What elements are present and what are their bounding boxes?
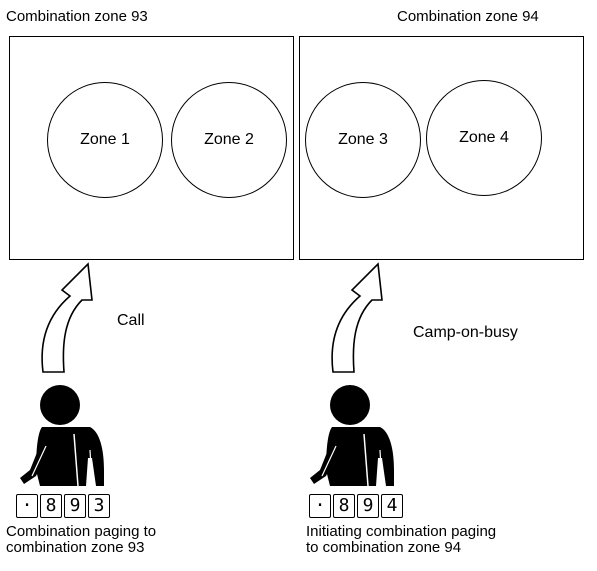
camp-on-busy-label: Camp-on-busy: [413, 324, 518, 341]
left-caption-line1: Combination paging to: [6, 523, 157, 540]
left-person-icon: [20, 385, 104, 487]
zone-3-label: Zone 3: [338, 131, 388, 148]
combination-zone-94-box: [299, 36, 584, 260]
zone-4-circle: Zone 4: [426, 80, 542, 196]
key-3: 3: [88, 494, 110, 518]
combination-zone-93-title: Combination zone 93: [6, 8, 148, 25]
camp-on-busy-arrow-icon: [331, 262, 383, 373]
zone-2-circle: Zone 2: [171, 82, 287, 198]
right-caption-line1: Initiating combination paging: [306, 523, 497, 540]
key-feature-dot: ·: [309, 494, 331, 518]
key-8: 8: [40, 494, 62, 518]
key-9: 9: [357, 494, 379, 518]
left-keypad-sequence: · 8 9 3: [16, 494, 110, 518]
zone-1-label: Zone 1: [80, 131, 130, 148]
zone-3-circle: Zone 3: [305, 82, 421, 198]
zone-1-circle: Zone 1: [47, 82, 163, 198]
key-9: 9: [64, 494, 86, 518]
right-keypad-sequence: · 8 9 4: [309, 494, 403, 518]
key-8: 8: [333, 494, 355, 518]
combination-zone-94-title: Combination zone 94: [397, 8, 539, 25]
right-caption: Initiating combination paging to combina…: [306, 524, 496, 556]
left-caption-line2: combination zone 93: [6, 539, 145, 556]
key-4: 4: [381, 494, 403, 518]
key-feature-dot: ·: [16, 494, 38, 518]
zone-2-label: Zone 2: [204, 131, 254, 148]
zone-4-label: Zone 4: [459, 129, 509, 146]
right-caption-line2: to combination zone 94: [306, 539, 462, 556]
combination-zone-93-box: [9, 36, 294, 260]
right-person-icon: [310, 385, 394, 487]
call-label: Call: [117, 312, 145, 329]
call-arrow-icon: [41, 262, 93, 373]
left-caption: Combination paging to combination zone 9…: [6, 524, 156, 556]
